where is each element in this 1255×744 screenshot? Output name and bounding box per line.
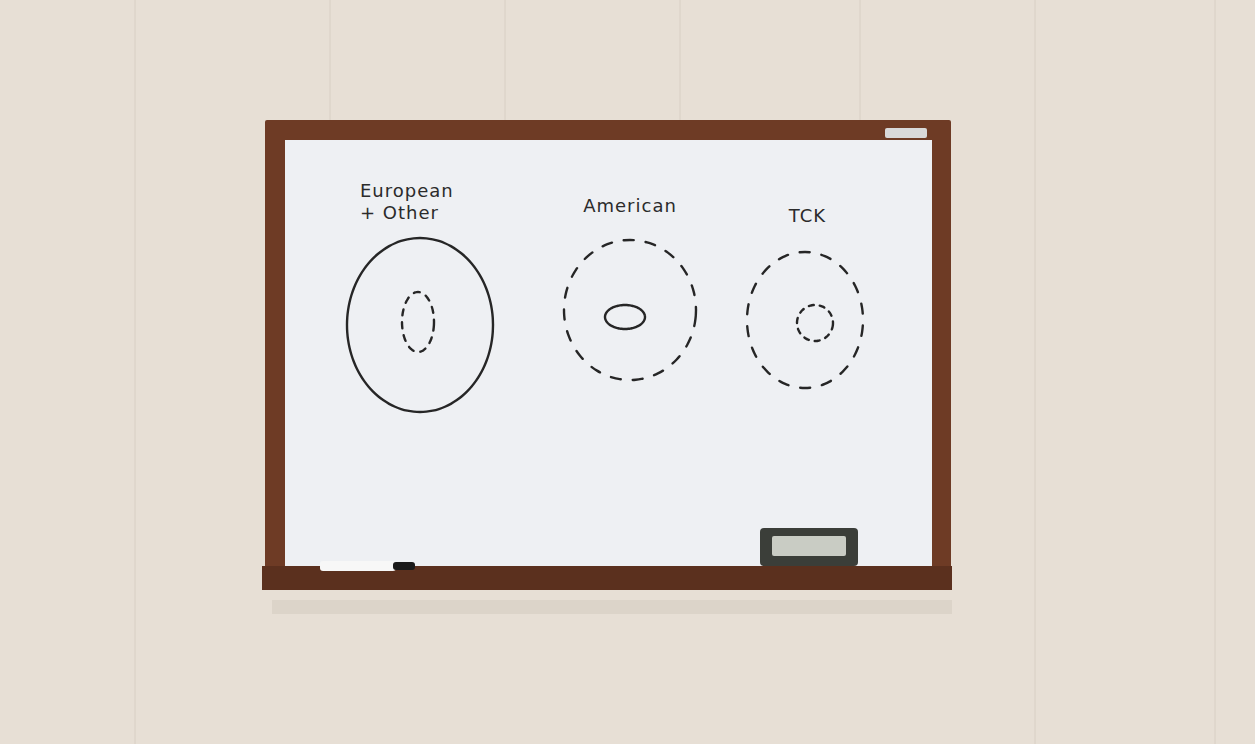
inner-outline bbox=[797, 305, 833, 341]
group-outline: European + Other bbox=[340, 180, 505, 425]
outline-svg bbox=[555, 195, 705, 395]
outline-svg bbox=[740, 205, 875, 400]
brand-badge bbox=[885, 128, 927, 138]
marker-cap bbox=[393, 562, 415, 570]
board-shadow bbox=[272, 600, 952, 614]
group-heading: TCK bbox=[740, 205, 875, 227]
outer-outline bbox=[564, 240, 696, 380]
board-frame bbox=[265, 120, 951, 590]
outer-outline bbox=[347, 238, 493, 412]
wall-panel-seams bbox=[135, 0, 1215, 744]
eraser-sticker bbox=[772, 536, 846, 556]
inner-outline bbox=[402, 292, 434, 352]
inner-outline bbox=[605, 305, 645, 329]
group-outline: American bbox=[555, 195, 705, 395]
outer-outline bbox=[747, 252, 863, 388]
group-heading: European + Other bbox=[360, 180, 470, 223]
group-heading: American bbox=[555, 195, 705, 217]
marker-body bbox=[320, 561, 396, 571]
group-outline: TCK bbox=[740, 205, 875, 400]
board-surface bbox=[285, 140, 932, 570]
eraser bbox=[760, 528, 858, 566]
